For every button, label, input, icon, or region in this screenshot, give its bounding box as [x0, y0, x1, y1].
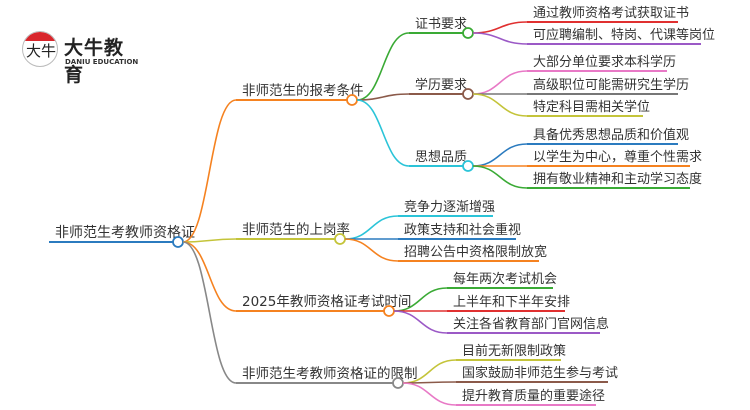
- sub-node-label[interactable]: 思想品质: [415, 149, 467, 165]
- sub-node-label[interactable]: 学历要求: [415, 77, 467, 93]
- leaf-node-label[interactable]: 以学生为中心，尊重个性需求: [533, 149, 702, 165]
- branch-connector: [182, 241, 237, 312]
- branch-node-label[interactable]: 非师范生的报考条件: [242, 82, 364, 99]
- sub-connector: [356, 93, 410, 101]
- branch-node-label[interactable]: 非师范生考教师资格证的限制: [242, 366, 418, 382]
- branch-node-label[interactable]: 非师范生的上岗率: [242, 221, 350, 238]
- root-node-toggle[interactable]: [172, 236, 184, 248]
- leaf-node-label[interactable]: 每年两次考试机会: [453, 271, 557, 287]
- sub-node-label[interactable]: 证书要求: [415, 17, 467, 32]
- leaf-connector: [472, 165, 528, 189]
- leaf-node-label[interactable]: 上半年和下半年安排: [453, 295, 570, 310]
- leaf-node-label[interactable]: 具备优秀思想品质和价值观: [533, 127, 689, 143]
- leaf-node-label[interactable]: 关注各省教育部门官网信息: [453, 316, 609, 332]
- leaf-node-label[interactable]: 提升教育质量的重要途径: [462, 388, 605, 404]
- branch-connector: [182, 241, 237, 384]
- leaf-connector: [472, 70, 528, 95]
- branch-connector: [182, 238, 237, 243]
- leaf-node-label[interactable]: 大部分单位要求本科学历: [533, 54, 676, 70]
- leaf-node-label[interactable]: 通过教师资格考试获取证书: [533, 5, 689, 21]
- leaf-connector: [344, 215, 399, 240]
- branch-node-toggle[interactable]: [392, 377, 404, 389]
- leaf-node-label[interactable]: 特定科目需相关学位: [533, 99, 650, 115]
- branch-node-toggle[interactable]: [334, 233, 346, 245]
- leaf-connector: [472, 93, 528, 117]
- leaf-connector: [472, 32, 528, 45]
- sub-connector: [356, 32, 410, 101]
- logo: 大牛 大牛教育 DANIU EDUCATION: [22, 29, 142, 86]
- root-node-label[interactable]: 非师范生考教师资格证: [55, 224, 195, 241]
- leaf-node-label[interactable]: 招聘公告中资格限制放宽: [404, 244, 547, 260]
- logo-badge: 大牛: [22, 31, 58, 67]
- leaf-node-label[interactable]: 目前无新限制政策: [462, 343, 566, 359]
- leaf-connector: [393, 310, 448, 334]
- sub-connector: [356, 99, 410, 167]
- branch-node-label[interactable]: 2025年教师资格证考试时间: [242, 294, 411, 310]
- logo-title: 大牛教育: [64, 37, 125, 86]
- leaf-node-label[interactable]: 竞争力逐渐增强: [404, 199, 495, 215]
- sub-node-toggle[interactable]: [462, 160, 474, 172]
- leaf-connector: [472, 21, 528, 34]
- sub-node-toggle[interactable]: [462, 88, 474, 100]
- logo-mark: 大牛: [26, 42, 57, 60]
- leaf-node-label[interactable]: 拥有敬业精神和主动学习态度: [533, 171, 702, 187]
- leaf-node-label[interactable]: 可应聘编制、特岗、代课等岗位: [533, 27, 715, 43]
- branch-node-toggle[interactable]: [346, 94, 358, 106]
- sub-node-toggle[interactable]: [462, 27, 474, 39]
- leaf-node-label[interactable]: 高级职位可能需研究生学历: [533, 77, 689, 93]
- leaf-node-label[interactable]: 国家鼓励非师范生参与考试: [462, 365, 618, 381]
- leaf-connector: [344, 238, 399, 262]
- branch-node-toggle[interactable]: [383, 305, 395, 317]
- leaf-node-label[interactable]: 政策支持和社会重视: [404, 222, 521, 238]
- branch-connector: [182, 99, 237, 243]
- leaf-connector: [402, 382, 457, 406]
- leaf-connector: [472, 143, 528, 167]
- logo-subtitle: DANIU EDUCATION: [65, 58, 139, 66]
